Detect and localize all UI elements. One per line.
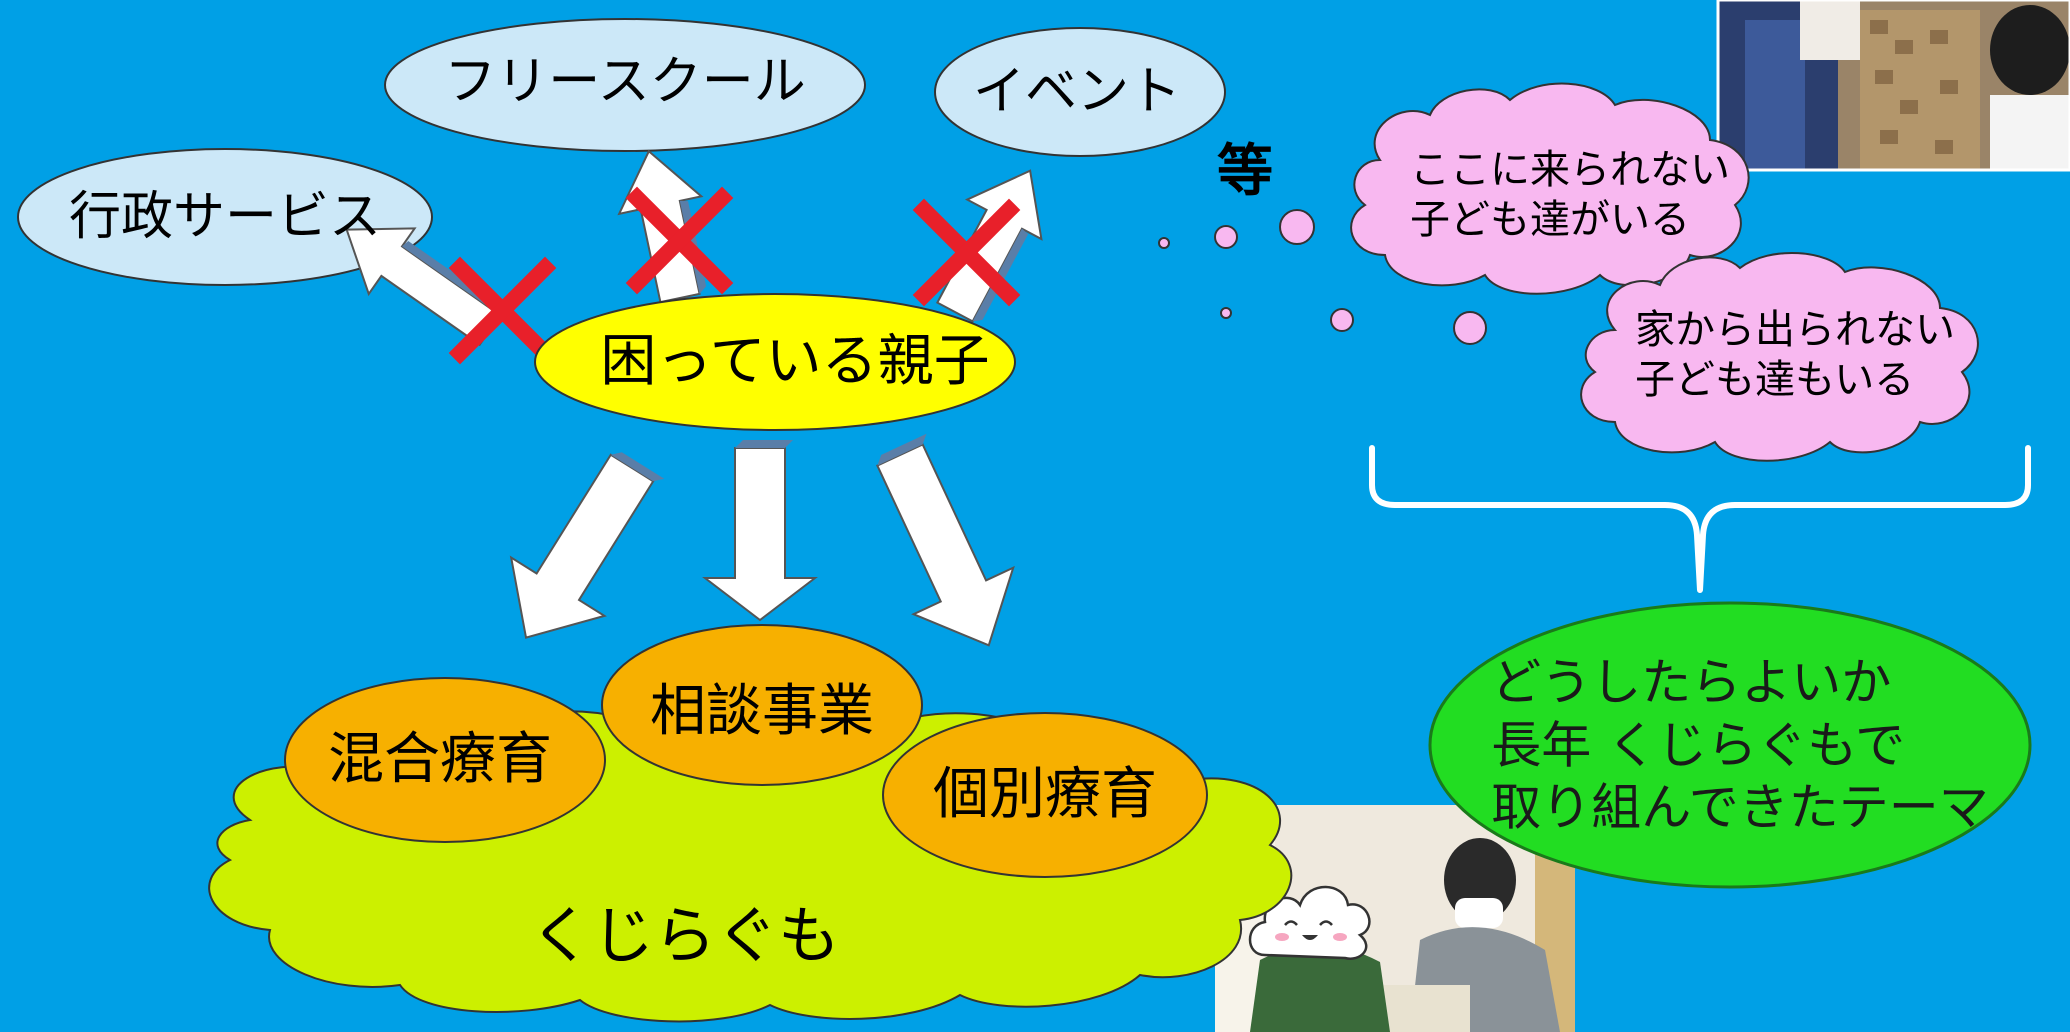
cannot-leave-line-1: 家から出られない: [1635, 307, 1955, 353]
thought-bubble-cannot-come: [1350, 82, 1750, 295]
consult-ellipse: [601, 624, 923, 786]
cannot-come-text: ここに来られない 子ども達がいる: [1410, 145, 1730, 245]
cannot-come-line-2: 子ども達がいる: [1410, 197, 1690, 243]
event-ellipse: [934, 27, 1226, 157]
gyosei-label: 行政サービス: [68, 187, 382, 247]
arrow-to-gyosei: [345, 227, 502, 347]
arrow-down-left: [509, 452, 665, 639]
theme-text: どうしたらよいか 長年 くじらぐもで 取り組んできたテーマ: [1491, 651, 1989, 839]
center-ellipse: [534, 293, 1016, 431]
thought-bubble-cannot-leave: [1580, 252, 1979, 462]
individual-ellipse: [882, 712, 1208, 878]
event-label: イベント: [972, 62, 1182, 122]
cross-mark-free-school: [625, 186, 734, 295]
kujiragumo-label: くじらぐも: [529, 899, 841, 972]
arrow-to-event: [935, 169, 1043, 323]
theme-ellipse: [1428, 601, 2032, 889]
corner-photo: [1716, 0, 2070, 172]
cannot-leave-text: 家から出られない 子ども達もいる: [1635, 305, 1955, 405]
arrow-down-right: [876, 433, 1015, 647]
thought-dots: [1158, 209, 1487, 345]
free-school-ellipse: [384, 18, 866, 152]
cross-mark-gyosei: [448, 256, 557, 365]
mixed-label: 混合療育: [328, 727, 552, 792]
center-label: 困っている親子: [600, 329, 990, 394]
individual-label: 個別療育: [933, 762, 1157, 827]
cross-mark-event: [912, 198, 1021, 307]
theme-line-2: 長年 くじらぐもで: [1491, 715, 1906, 774]
arrow-down-center: [702, 440, 818, 622]
mixed-ellipse: [284, 677, 606, 843]
theme-line-1: どうしたらよいか: [1491, 653, 1892, 712]
free-school-label: フリースクール: [444, 52, 806, 112]
cloud-face-icon: [1248, 885, 1371, 960]
consult-label: 相談事業: [650, 679, 874, 744]
bracket: [1369, 445, 2031, 593]
etc-label: 等: [1217, 139, 1273, 204]
gyosei-ellipse: [17, 148, 433, 286]
cannot-come-line-1: ここに来られない: [1410, 147, 1730, 193]
cannot-leave-line-2: 子ども達もいる: [1635, 357, 1915, 403]
theme-line-3: 取り組んできたテーマ: [1491, 778, 1989, 837]
